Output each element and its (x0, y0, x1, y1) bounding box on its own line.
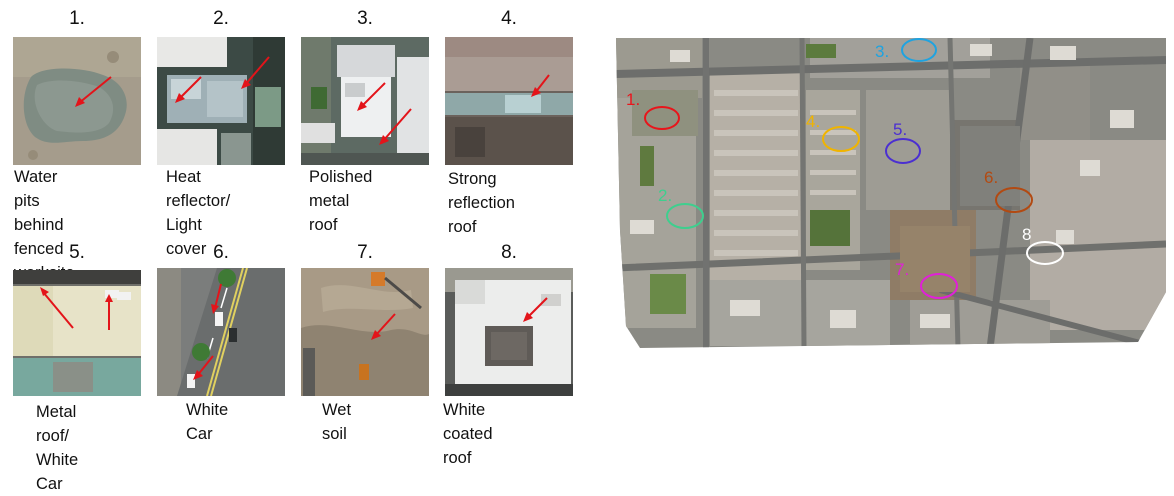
panel-caption: Water pits behind fenced worksite (14, 168, 75, 282)
marker-label-6: 6. (984, 168, 998, 187)
panel-number: 6. (213, 242, 229, 263)
thumbnail-metal-roof (301, 37, 429, 165)
aerial-map: 1. 2. 3. 4. 5. 6. 7. 8 (610, 30, 1172, 355)
panel-caption: White Car (186, 401, 229, 443)
marker-ellipse-7 (920, 273, 958, 299)
panel-number: 1. (69, 8, 85, 29)
panel-caption: Polished metal roof (309, 168, 373, 234)
marker-label-5: 5. (893, 120, 907, 139)
thumbnail-white-car (157, 268, 285, 396)
marker-label-1: 1. (626, 90, 640, 109)
thumbnail-heat-reflector (157, 37, 285, 165)
panel-number: 4. (501, 8, 517, 29)
white-car-image (157, 268, 285, 396)
metal-roof-car-image (13, 270, 141, 396)
aerial-map-image: 1. 2. 3. 4. 5. 6. 7. 8 (616, 38, 1166, 348)
reflection-roof-image (445, 37, 573, 165)
thumbnail-white-roof (445, 268, 573, 396)
map-markers: 1. 2. 3. 4. 5. 6. 7. 8 (626, 38, 1064, 299)
panel-number: 7. (357, 242, 373, 263)
thumbnail-reflection-roof (445, 37, 573, 165)
marker-label-8: 8 (1022, 225, 1031, 244)
panel-number: 2. (213, 8, 229, 29)
marker-ellipse-1 (644, 106, 680, 130)
panel-number: 3. (357, 8, 373, 29)
panel-number: 8. (501, 242, 517, 263)
marker-label-7: 7. (895, 260, 909, 279)
white-roof-image (445, 268, 573, 396)
marker-label-2: 2. (658, 186, 672, 205)
panel-caption: Strong reflection roof (448, 170, 515, 236)
panel-caption: Heat reflector/ Light cover (166, 168, 231, 258)
thumbnail-metal-roof-car (13, 270, 141, 396)
marker-ellipse-2 (666, 203, 704, 229)
panel-caption: Metal roof/ White Car (36, 403, 79, 493)
marker-ellipse-3 (901, 38, 937, 62)
panel-caption: Wet soil (322, 401, 352, 443)
thumbnail-water-pit (13, 37, 141, 165)
panel-caption: White coated roof (443, 401, 493, 467)
marker-ellipse-4 (822, 126, 860, 152)
marker-label-3: 3. (875, 42, 889, 61)
water-pit-image (13, 37, 141, 165)
metal-roof-image (301, 37, 429, 165)
marker-ellipse-8 (1026, 241, 1064, 265)
marker-ellipse-5 (885, 138, 921, 164)
wet-soil-image (301, 268, 429, 396)
panel-number: 5. (69, 242, 85, 263)
marker-ellipse-6 (995, 187, 1033, 213)
thumbnail-wet-soil (301, 268, 429, 396)
heat-reflector-image (157, 37, 285, 165)
marker-label-4: 4. (806, 112, 820, 131)
